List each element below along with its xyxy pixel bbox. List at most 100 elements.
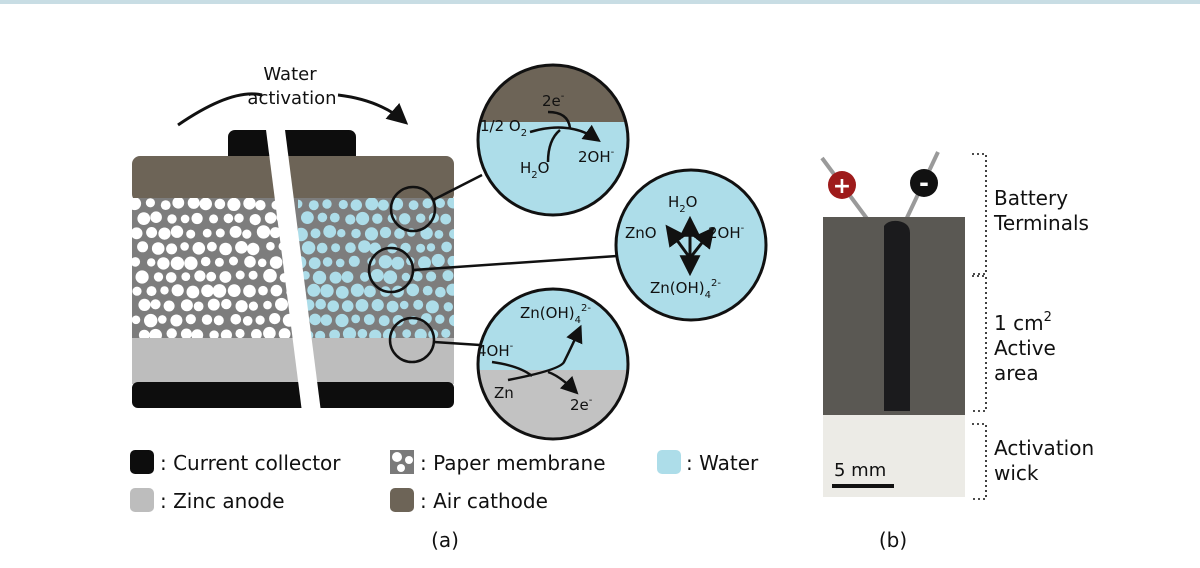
membrane-pore (158, 227, 171, 240)
membrane-pore (263, 300, 272, 310)
membrane-pore (327, 300, 340, 313)
membrane-pore (229, 256, 238, 266)
membrane-pore (414, 328, 427, 339)
membrane-pore (187, 198, 200, 209)
membrane-pore (132, 257, 141, 267)
membrane-pore (329, 271, 342, 284)
membrane-pore (270, 284, 283, 297)
leader-cathode (432, 173, 483, 202)
cutaway-slit (265, 122, 321, 412)
membrane-pore (425, 300, 439, 314)
membrane-pore (441, 241, 452, 253)
membrane-pore (170, 314, 183, 327)
membrane-pore (234, 213, 244, 223)
membrane-pore (443, 302, 453, 312)
membrane-pore (221, 298, 232, 310)
membrane-pore (132, 315, 141, 325)
dimension-brackets (972, 153, 987, 500)
membrane-pore (255, 315, 265, 325)
anode-electrons: 2e- (570, 395, 593, 414)
membrane-pore (434, 230, 444, 239)
membrane-pore (301, 241, 316, 255)
membrane-pore (320, 314, 332, 326)
anode-zincate: Zn(OH)42- (520, 303, 591, 326)
activation-label-line2: activation (247, 88, 336, 109)
membrane-pore (202, 228, 212, 238)
membrane-pore (351, 314, 361, 324)
anode-zinc: Zn (494, 384, 514, 402)
membrane-pore (363, 314, 375, 325)
wet-membrane-pores (298, 198, 454, 339)
membrane-pore (227, 198, 241, 211)
membrane-pore (186, 229, 196, 239)
top-terminal (228, 130, 356, 164)
membrane-pore (308, 200, 319, 211)
membrane-pore (446, 283, 454, 296)
zoom-marker-cathode (389, 185, 437, 233)
membrane-pore (337, 229, 346, 238)
membrane-pore (145, 198, 155, 208)
cathode-hydroxide: 2OH- (578, 147, 615, 166)
membrane-pore (170, 256, 185, 270)
membrane-pore (420, 227, 433, 240)
scale-bar (832, 484, 894, 488)
membrane-pore (132, 227, 143, 240)
membrane-pore (160, 286, 169, 295)
membrane-pore (309, 313, 321, 326)
terminal-positive-icon (828, 171, 856, 199)
membrane-pore (251, 329, 262, 339)
membrane-pore (137, 241, 149, 253)
membrane-pore (199, 198, 212, 211)
panel-b: + - 5 mm Battery Terminals 1 cm2 Active … (820, 151, 1094, 552)
membrane-pore (247, 242, 260, 256)
membrane-pore (269, 313, 281, 325)
membrane-pore (209, 330, 219, 339)
membrane-pore (441, 328, 451, 338)
membrane-pore (166, 243, 178, 255)
svg-text:+: + (833, 174, 851, 199)
membrane-pore (345, 242, 356, 253)
membrane-pore (137, 212, 151, 226)
membrane-pore (335, 313, 349, 328)
membrane-pore (386, 300, 399, 313)
membrane-pore (157, 257, 170, 270)
membrane-pore (391, 256, 405, 270)
legend-air-cathode: : Air cathode (420, 489, 548, 513)
label-wick-1: Activation (994, 436, 1094, 460)
membrane-pore (406, 283, 420, 297)
membrane-pore (181, 272, 191, 281)
membrane-pore (355, 299, 369, 312)
label-wick-2: wick (994, 461, 1039, 485)
membrane-pore (264, 212, 277, 224)
membrane-pore (194, 270, 206, 282)
cathode-electrons: 2e- (542, 91, 565, 110)
membrane-pore (263, 326, 276, 339)
membrane-pore (269, 227, 281, 239)
membrane-pore (338, 199, 348, 210)
membrane-pore (163, 300, 175, 312)
activation-arrow-left (177, 92, 263, 127)
legend-swatch-2 (657, 450, 681, 474)
membrane-pore (243, 198, 256, 210)
membrane-pore (350, 199, 362, 211)
membrane-pore (227, 284, 241, 297)
membrane-pore (357, 328, 368, 339)
terminal-negative-icon (910, 169, 938, 197)
membrane-pore (447, 255, 454, 267)
membrane-pore (377, 199, 389, 211)
membrane-pore (351, 228, 361, 239)
membrane-pore (153, 272, 164, 282)
membrane-pore (144, 313, 158, 328)
membrane-pore (150, 299, 161, 310)
membrane-pore (170, 225, 184, 238)
membrane-pore (350, 283, 364, 297)
membrane-pore (322, 199, 332, 209)
legend-current-collector: : Current collector (160, 451, 341, 475)
membrane-pore (258, 285, 268, 296)
caption-b: (b) (879, 528, 907, 552)
membrane-pore (301, 211, 314, 225)
membrane-pore (365, 198, 379, 211)
membrane-pore (147, 258, 156, 267)
membrane-pore (255, 200, 266, 211)
membrane-pore (282, 313, 292, 327)
